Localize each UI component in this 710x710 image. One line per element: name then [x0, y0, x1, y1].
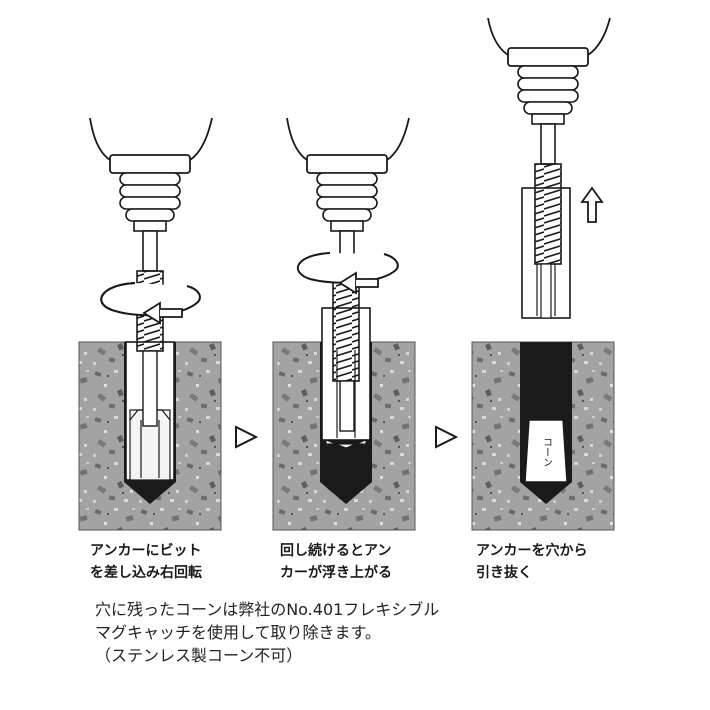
- rotation-arrow-1: [100, 282, 201, 325]
- next-arrow-1: [235, 425, 259, 449]
- drill-housing-1: [89, 117, 213, 161]
- cone-removal-note: 穴に残ったコーンは弊社のNo.401フレキシブル マグキャッチを使用して取り除き…: [95, 598, 439, 667]
- note-line-2: マグキャッチを使用して取り除きます。: [95, 623, 381, 642]
- step-2-caption: 回し続けるとアン カーが浮き上がる: [280, 540, 392, 584]
- step-1-figure: [78, 117, 222, 531]
- bit-thread-3: [534, 163, 562, 265]
- step-3-caption-line-2: 引き抜く: [476, 565, 532, 581]
- cone-tip-3: [522, 482, 570, 504]
- step-3-figure: [471, 17, 615, 531]
- note-line-1: 穴に残ったコーンは弊社のNo.401フレキシブル: [95, 600, 440, 619]
- step-1-caption-line-2: を差し込み右回転: [90, 565, 202, 581]
- step-2-figure: [272, 117, 416, 531]
- cone-tip-2: [322, 478, 370, 504]
- rotation-arrow-2: [297, 252, 399, 295]
- step-1-caption-line-1: アンカーにビット: [90, 543, 202, 559]
- step-3-caption: アンカーを穴から 引き抜く: [476, 540, 587, 584]
- bit-shank-1: [142, 230, 158, 272]
- cone-tip-1: [126, 480, 174, 504]
- next-arrow-2: [435, 425, 459, 449]
- drill-collar-1: [109, 154, 191, 174]
- drill-housing-2: [286, 117, 410, 161]
- step-2-caption-line-1: 回し続けるとアン: [280, 543, 392, 559]
- step-2-caption-line-2: カーが浮き上がる: [280, 565, 392, 581]
- step-3-caption-line-1: アンカーを穴から: [476, 543, 588, 559]
- cone-label: コーン: [541, 437, 552, 467]
- up-arrow-icon: [580, 186, 604, 223]
- step-1-caption: アンカーにビット を差し込み右回転: [90, 540, 202, 584]
- note-line-3: （ステンレス製コーン不可）: [95, 646, 303, 665]
